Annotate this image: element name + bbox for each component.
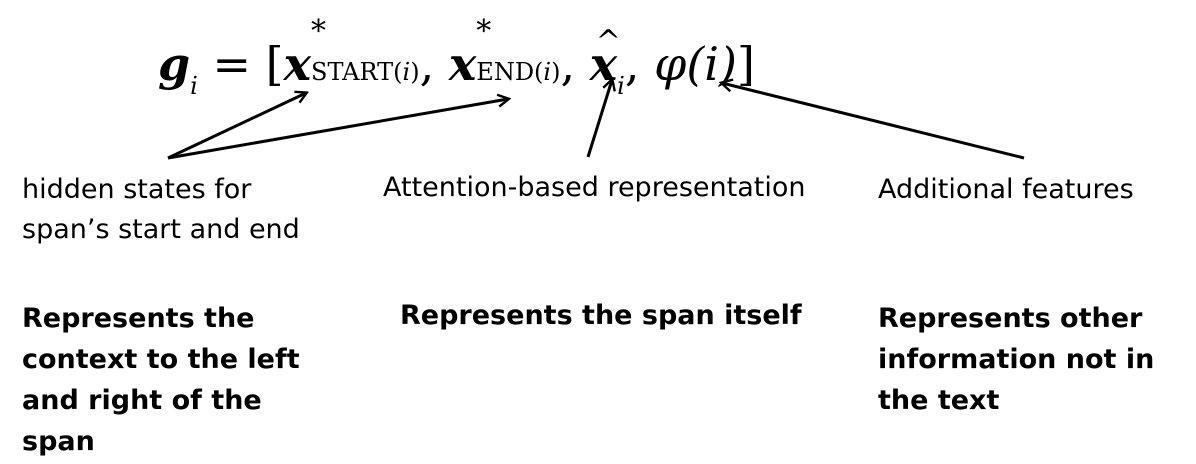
desc-span-itself: Represents the span itself — [400, 300, 802, 331]
eq-g: g — [158, 37, 191, 91]
eq-end-var: i — [543, 58, 552, 86]
desc-other-info-line-2: information not in — [878, 344, 1155, 375]
label-hidden-states-line-2: span’s start and end — [22, 214, 300, 245]
eq-x-start: x — [283, 37, 312, 91]
eq-start-close: ) — [410, 58, 420, 86]
eq-phi: φ(i) — [654, 37, 737, 91]
eq-end-close: ) — [551, 58, 561, 86]
eq-open-bracket: [ — [265, 37, 284, 91]
eq-comma-3: , — [624, 37, 640, 91]
eq-end-word: END( — [476, 58, 544, 86]
arrow-to-start-state — [167, 93, 306, 160]
eq-close-bracket: ] — [736, 37, 755, 91]
eq-star-2: * — [476, 14, 492, 49]
eq-comma-2: , — [560, 37, 576, 91]
desc-context-line-4: span — [22, 426, 95, 457]
label-hidden-states-line-1: hidden states for — [22, 174, 252, 205]
desc-context-line-3: and right of the — [22, 385, 262, 416]
eq-comma-1: , — [419, 37, 435, 91]
label-attention: Attention-based representation — [383, 172, 806, 203]
eq-start-var: i — [402, 58, 411, 86]
span-representation-equation: gi = [x*START(i), x*END(i), xi, φ(i)] — [158, 12, 755, 116]
arrow-to-features — [722, 83, 1025, 160]
arrow-to-end-state — [167, 99, 508, 160]
eq-x-hat-sub: i — [617, 72, 625, 100]
label-additional-features: Additional features — [878, 174, 1134, 205]
eq-g-sub: i — [190, 72, 198, 100]
eq-x-end: x — [448, 37, 477, 91]
desc-context-line-2: context to the left — [22, 344, 300, 375]
eq-star-1: * — [311, 14, 327, 49]
label-hidden-states: hidden states for span’s start and end — [22, 170, 300, 250]
eq-start-word: START( — [311, 58, 403, 86]
desc-other-info-line-3: the text — [878, 385, 1000, 416]
eq-equals: = — [212, 37, 252, 91]
desc-context-line-1: Represents the — [22, 303, 255, 334]
eq-x-hat: x — [590, 12, 622, 94]
desc-other-info-line-1: Represents other — [878, 303, 1143, 334]
desc-other-info: Represents other information not in the … — [878, 298, 1154, 421]
desc-context: Represents the context to the left and r… — [22, 298, 300, 462]
